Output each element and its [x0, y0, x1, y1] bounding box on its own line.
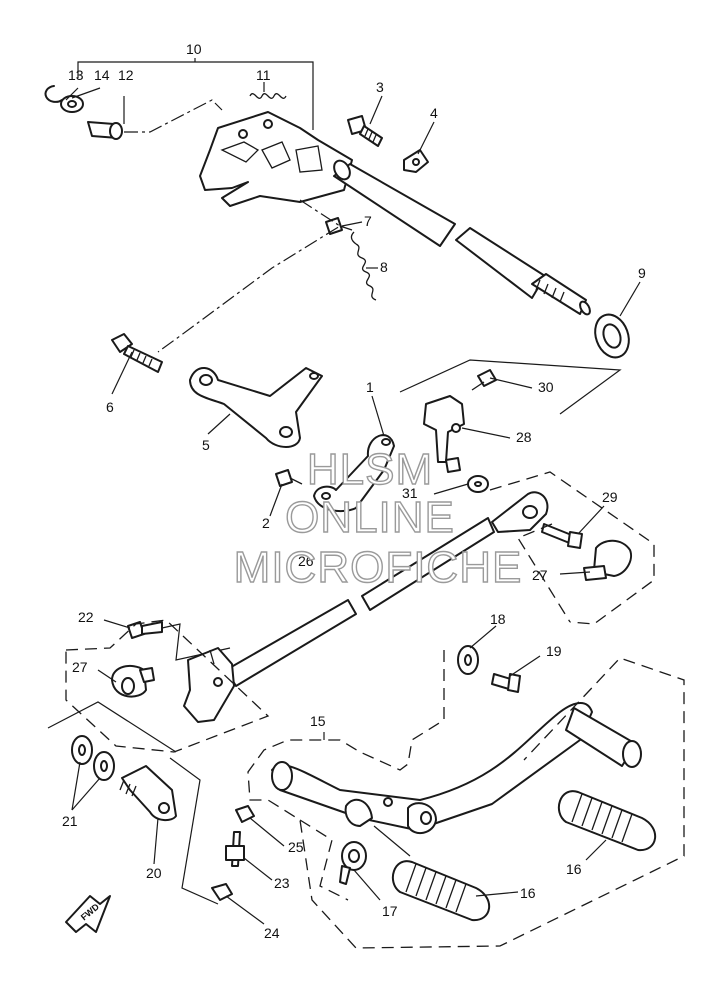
- bolt-2[interactable]: [275, 469, 303, 487]
- watermark-line-1: HLSM: [307, 445, 433, 494]
- shift-pedal-15[interactable]: [271, 702, 642, 835]
- forward-arrow-icon: FWD: [65, 895, 111, 933]
- callout-9: 9: [638, 265, 646, 281]
- callout-21: 21: [62, 813, 78, 829]
- bolt-19[interactable]: [491, 673, 521, 693]
- callout-24: 24: [264, 925, 280, 941]
- callout-18: 18: [490, 611, 506, 627]
- callout-29: 29: [602, 489, 618, 505]
- callout-26: 26: [298, 553, 314, 569]
- callout-10: 10: [186, 41, 202, 57]
- callout-20: 20: [146, 865, 162, 881]
- watermark: HLSM ONLINE MICROFICHE: [233, 444, 523, 592]
- callout-16-lower: 16: [520, 885, 536, 901]
- watermark-line-2: ONLINE: [285, 493, 455, 542]
- bolt-22[interactable]: [127, 621, 163, 639]
- callout-25: 25: [288, 839, 304, 855]
- callout-numbers: 10 13 14 12 11 3 4 7 8 9 6 5 1 30 28 31 …: [62, 41, 646, 941]
- callout-3: 3: [376, 79, 384, 95]
- callout-12: 12: [118, 67, 134, 83]
- footpeg-rubber-16-lower[interactable]: [391, 860, 491, 922]
- callout-13: 13: [68, 67, 84, 83]
- callout-7: 7: [364, 213, 372, 229]
- callout-8: 8: [380, 259, 388, 275]
- callout-28: 28: [516, 429, 532, 445]
- rod-end-27-lower[interactable]: [111, 664, 155, 698]
- bolt-3[interactable]: [347, 115, 383, 147]
- callout-11: 11: [256, 67, 271, 83]
- washer-14[interactable]: [60, 95, 84, 113]
- callout-15: 15: [310, 713, 326, 729]
- circlip-13[interactable]: [44, 85, 63, 103]
- bolt-6[interactable]: [111, 333, 163, 373]
- callout-30: 30: [538, 379, 554, 395]
- nut-25[interactable]: [235, 805, 255, 823]
- shift-rod-26[interactable]: [225, 491, 549, 687]
- lock-plate-4[interactable]: [403, 149, 429, 173]
- spring-8[interactable]: [350, 231, 377, 301]
- callout-23: 23: [274, 875, 290, 891]
- rod-end-27-upper[interactable]: [583, 539, 632, 581]
- callout-1: 1: [366, 379, 374, 395]
- footpeg-rubber-16-right[interactable]: [557, 790, 657, 852]
- link-plate-1[interactable]: [313, 434, 395, 513]
- shift-lever-28[interactable]: [423, 395, 465, 473]
- callout-4: 4: [430, 105, 438, 121]
- leader-lines: [65, 82, 641, 925]
- callout-2: 2: [262, 515, 270, 531]
- washer-31[interactable]: [467, 475, 489, 493]
- callout-31: 31: [402, 485, 418, 501]
- washer-18[interactable]: [457, 645, 479, 675]
- callout-22: 22: [78, 609, 94, 625]
- shift-arm-20[interactable]: [119, 765, 177, 822]
- oil-seal-9[interactable]: [589, 310, 634, 362]
- callout-17: 17: [382, 903, 398, 919]
- callout-27-lower: 27: [72, 659, 88, 675]
- shift-shaft-assembly[interactable]: [199, 111, 592, 316]
- screw-7[interactable]: [325, 217, 353, 235]
- group-bracket-10: [77, 58, 314, 130]
- bolt-30[interactable]: [471, 369, 497, 391]
- shift-arm-5[interactable]: [189, 367, 323, 448]
- callout-16-right: 16: [566, 861, 582, 877]
- washers-21[interactable]: [71, 735, 115, 781]
- clamp-lever-lower[interactable]: [183, 647, 235, 723]
- callout-14: 14: [94, 67, 110, 83]
- watermark-line-3: MICROFICHE: [234, 543, 523, 592]
- callout-5: 5: [202, 437, 210, 453]
- callout-27-upper: 27: [532, 567, 548, 583]
- collar-12[interactable]: [87, 121, 123, 140]
- bolt-29[interactable]: [541, 523, 583, 549]
- bolt-23[interactable]: [225, 831, 245, 867]
- callout-19: 19: [546, 643, 562, 659]
- callout-6: 6: [106, 399, 114, 415]
- rod-end-17[interactable]: [339, 841, 367, 885]
- spring-11[interactable]: [249, 93, 287, 99]
